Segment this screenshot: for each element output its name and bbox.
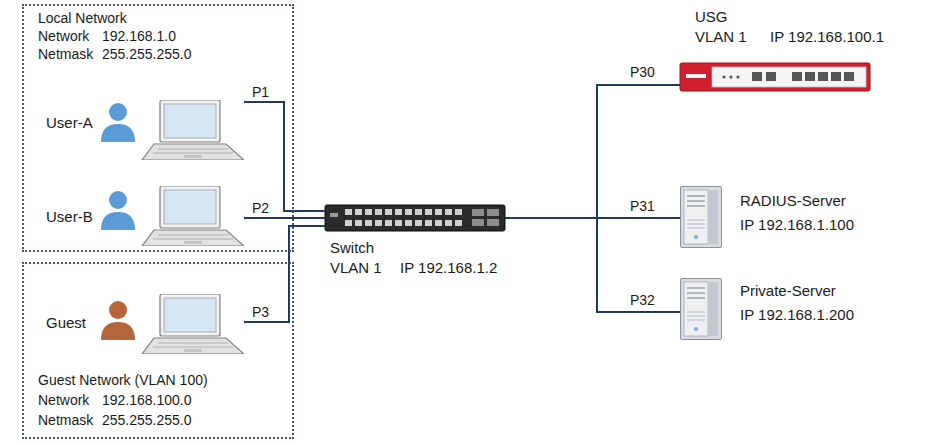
port-label: P31 bbox=[628, 198, 657, 214]
server-device: RADIUS-ServerIP 192.168.1.100 bbox=[680, 186, 722, 248]
node-label: USG bbox=[695, 8, 728, 25]
node-label: RADIUS-Server bbox=[740, 192, 846, 209]
node-label: VLAN 1 bbox=[695, 28, 747, 45]
node-label: Guest Network (VLAN 100) bbox=[38, 372, 208, 389]
node-label: 255.255.255.0 bbox=[102, 412, 192, 429]
network-region: Guest Network (VLAN 100) Network 192.168.1… bbox=[22, 262, 294, 439]
node-label: 192.168.100.0 bbox=[102, 392, 192, 409]
node-label: Local Network bbox=[38, 10, 127, 27]
user-icon bbox=[101, 103, 135, 142]
node-label: 192.168.1.0 bbox=[102, 28, 176, 45]
server-icon bbox=[681, 187, 722, 248]
port-label: P3 bbox=[250, 304, 271, 320]
server-device: Private-ServerIP 192.168.1.200 bbox=[680, 278, 722, 340]
node-label: Network bbox=[38, 392, 89, 409]
port-label: P1 bbox=[250, 84, 271, 100]
network-cable bbox=[505, 85, 680, 218]
node-label: 255.255.255.0 bbox=[102, 46, 192, 63]
network-cable bbox=[244, 226, 325, 322]
network-cable bbox=[244, 217, 325, 219]
node-label: Netmask bbox=[38, 46, 93, 63]
node-label: User-A bbox=[46, 114, 93, 131]
laptop-icon bbox=[142, 100, 244, 160]
node-label: IP 192.168.1.100 bbox=[740, 216, 854, 233]
switch-icon bbox=[325, 205, 505, 231]
port-label: P32 bbox=[628, 292, 657, 308]
node-label: IP 192.168.1.200 bbox=[740, 306, 854, 323]
user-station: User-A bbox=[44, 92, 244, 162]
node-label: IP 192.168.1.2 bbox=[400, 259, 497, 276]
guest-station: Guest bbox=[44, 292, 244, 356]
node-label: Private-Server bbox=[740, 282, 836, 299]
network-cable bbox=[244, 102, 325, 211]
firewall-icon bbox=[680, 63, 870, 91]
guest-icon bbox=[101, 301, 135, 340]
network-cable bbox=[505, 218, 680, 312]
server-icon bbox=[681, 279, 722, 340]
port-label: P2 bbox=[250, 200, 271, 216]
node-label: Netmask bbox=[38, 412, 93, 429]
firewall-device: USGVLAN 1IP 192.168.100.1 bbox=[680, 62, 870, 92]
laptop-icon bbox=[142, 186, 244, 246]
node-label: Switch bbox=[330, 239, 374, 256]
user-station: User-B bbox=[44, 180, 244, 250]
port-label: P30 bbox=[628, 64, 657, 80]
node-label: VLAN 1 bbox=[330, 259, 382, 276]
switch-device: SwitchVLAN 1IP 192.168.1.2 bbox=[325, 205, 505, 231]
user-icon bbox=[101, 191, 135, 230]
node-label: IP 192.168.100.1 bbox=[770, 28, 884, 45]
node-label: Network bbox=[38, 28, 89, 45]
node-label: User-B bbox=[46, 208, 93, 225]
node-label: Guest bbox=[46, 314, 86, 331]
laptop-icon bbox=[142, 294, 244, 354]
